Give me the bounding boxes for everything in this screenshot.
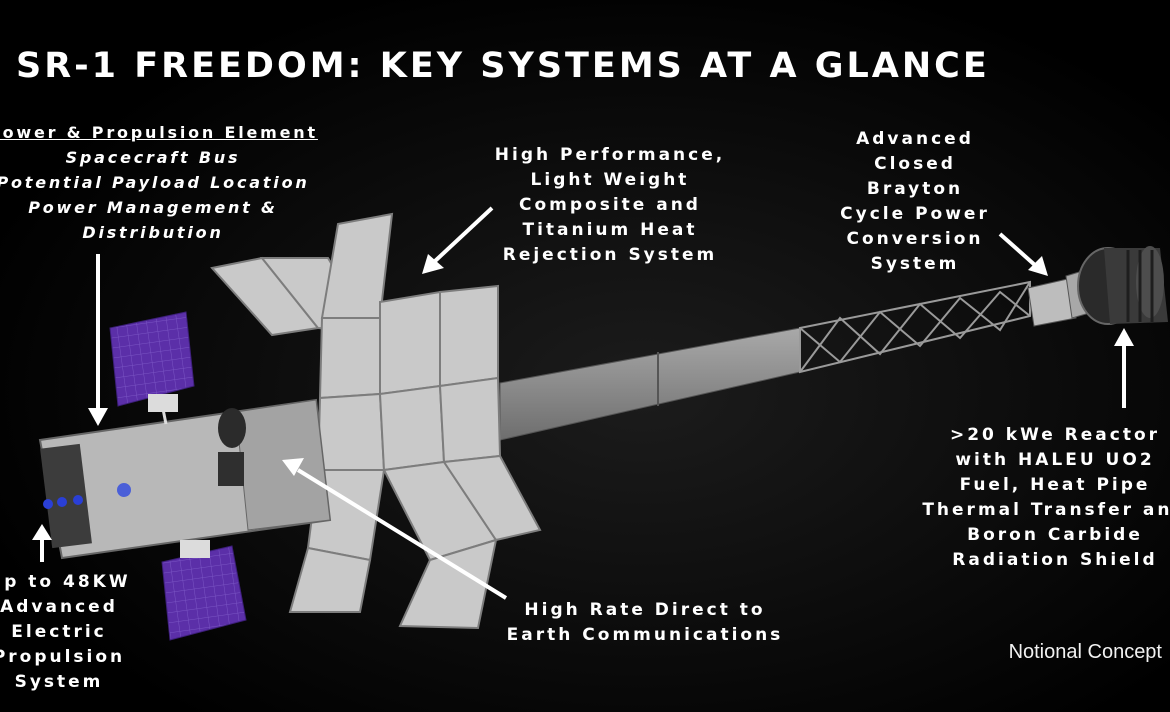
arrowhead-propulsion xyxy=(32,524,52,540)
label-power-propulsion-line: Distribution xyxy=(82,223,224,242)
label-electric-propulsion: Up to 48KW Advanced Electric Propulsion … xyxy=(0,570,134,695)
label-brayton-line: Closed xyxy=(874,154,956,174)
label-power-propulsion-line: Potential Payload Location xyxy=(0,173,310,192)
label-power-propulsion: Power & Propulsion Element Spacecraft Bu… xyxy=(0,120,318,245)
spacecraft-bus xyxy=(38,398,332,560)
label-electric-propulsion-line: Advanced xyxy=(0,597,118,617)
label-brayton-line: Conversion xyxy=(846,229,984,249)
label-brayton-line: Cycle Power xyxy=(840,204,990,224)
reactor xyxy=(1077,246,1168,325)
notional-concept-note: Notional Concept xyxy=(1008,641,1162,663)
solar-panel-lower xyxy=(161,540,247,641)
label-electric-propulsion-line: Electric xyxy=(11,622,107,642)
label-communications-line: High Rate Direct to xyxy=(524,600,766,620)
page-title: SR-1 FREEDOM: KEY SYSTEMS AT A GLANCE xyxy=(16,46,990,86)
label-electric-propulsion-line: Up to 48KW xyxy=(0,572,131,592)
label-reactor-line: Boron Carbide xyxy=(967,525,1143,545)
arrow-brayton xyxy=(998,232,1038,268)
arrow-comms xyxy=(296,468,508,600)
arrowhead-heat xyxy=(422,254,444,274)
label-reactor-line: Radiation Shield xyxy=(952,550,1158,570)
label-power-propulsion-line: Power Management & xyxy=(28,198,278,217)
truss xyxy=(799,280,1031,374)
label-reactor: >20 kWe Reactor with HALEU UO2 Fuel, Hea… xyxy=(922,423,1170,573)
label-heat-rejection-line: High Performance, xyxy=(494,145,726,165)
arrowhead-comms xyxy=(282,458,304,476)
label-reactor-line: Fuel, Heat Pipe xyxy=(959,475,1151,495)
label-brayton-line: Advanced xyxy=(856,129,974,149)
label-electric-propulsion-line: System xyxy=(14,672,104,692)
label-reactor-line: >20 kWe Reactor xyxy=(949,425,1161,445)
label-reactor-line: Thermal Transfer and xyxy=(922,500,1170,520)
label-brayton-line: System xyxy=(870,254,960,274)
arrowhead-bus xyxy=(88,408,108,426)
arrow-heat xyxy=(432,206,494,264)
label-brayton: Advanced Closed Brayton Cycle Power Conv… xyxy=(840,127,990,277)
label-reactor-line: with HALEU UO2 xyxy=(955,450,1155,470)
label-heat-rejection-line: Rejection System xyxy=(502,245,718,265)
label-heat-rejection-line: Titanium Heat xyxy=(522,220,698,240)
label-communications: High Rate Direct to Earth Communications xyxy=(500,598,790,648)
label-power-propulsion-heading: Power & Propulsion Element xyxy=(0,123,318,142)
label-heat-rejection: High Performance, Light Weight Composite… xyxy=(490,143,730,268)
arrowhead-reactor xyxy=(1114,328,1134,346)
label-heat-rejection-line: Light Weight xyxy=(530,170,690,190)
label-heat-rejection-line: Composite and xyxy=(519,195,701,215)
label-brayton-line: Brayton xyxy=(866,179,964,199)
solar-panel-upper xyxy=(109,311,195,425)
label-electric-propulsion-line: Propulsion xyxy=(0,647,126,667)
label-power-propulsion-line: Spacecraft Bus xyxy=(65,148,241,167)
label-communications-line: Earth Communications xyxy=(506,625,784,645)
arrowhead-brayton xyxy=(1028,256,1048,276)
callout-arrows xyxy=(32,206,1134,600)
